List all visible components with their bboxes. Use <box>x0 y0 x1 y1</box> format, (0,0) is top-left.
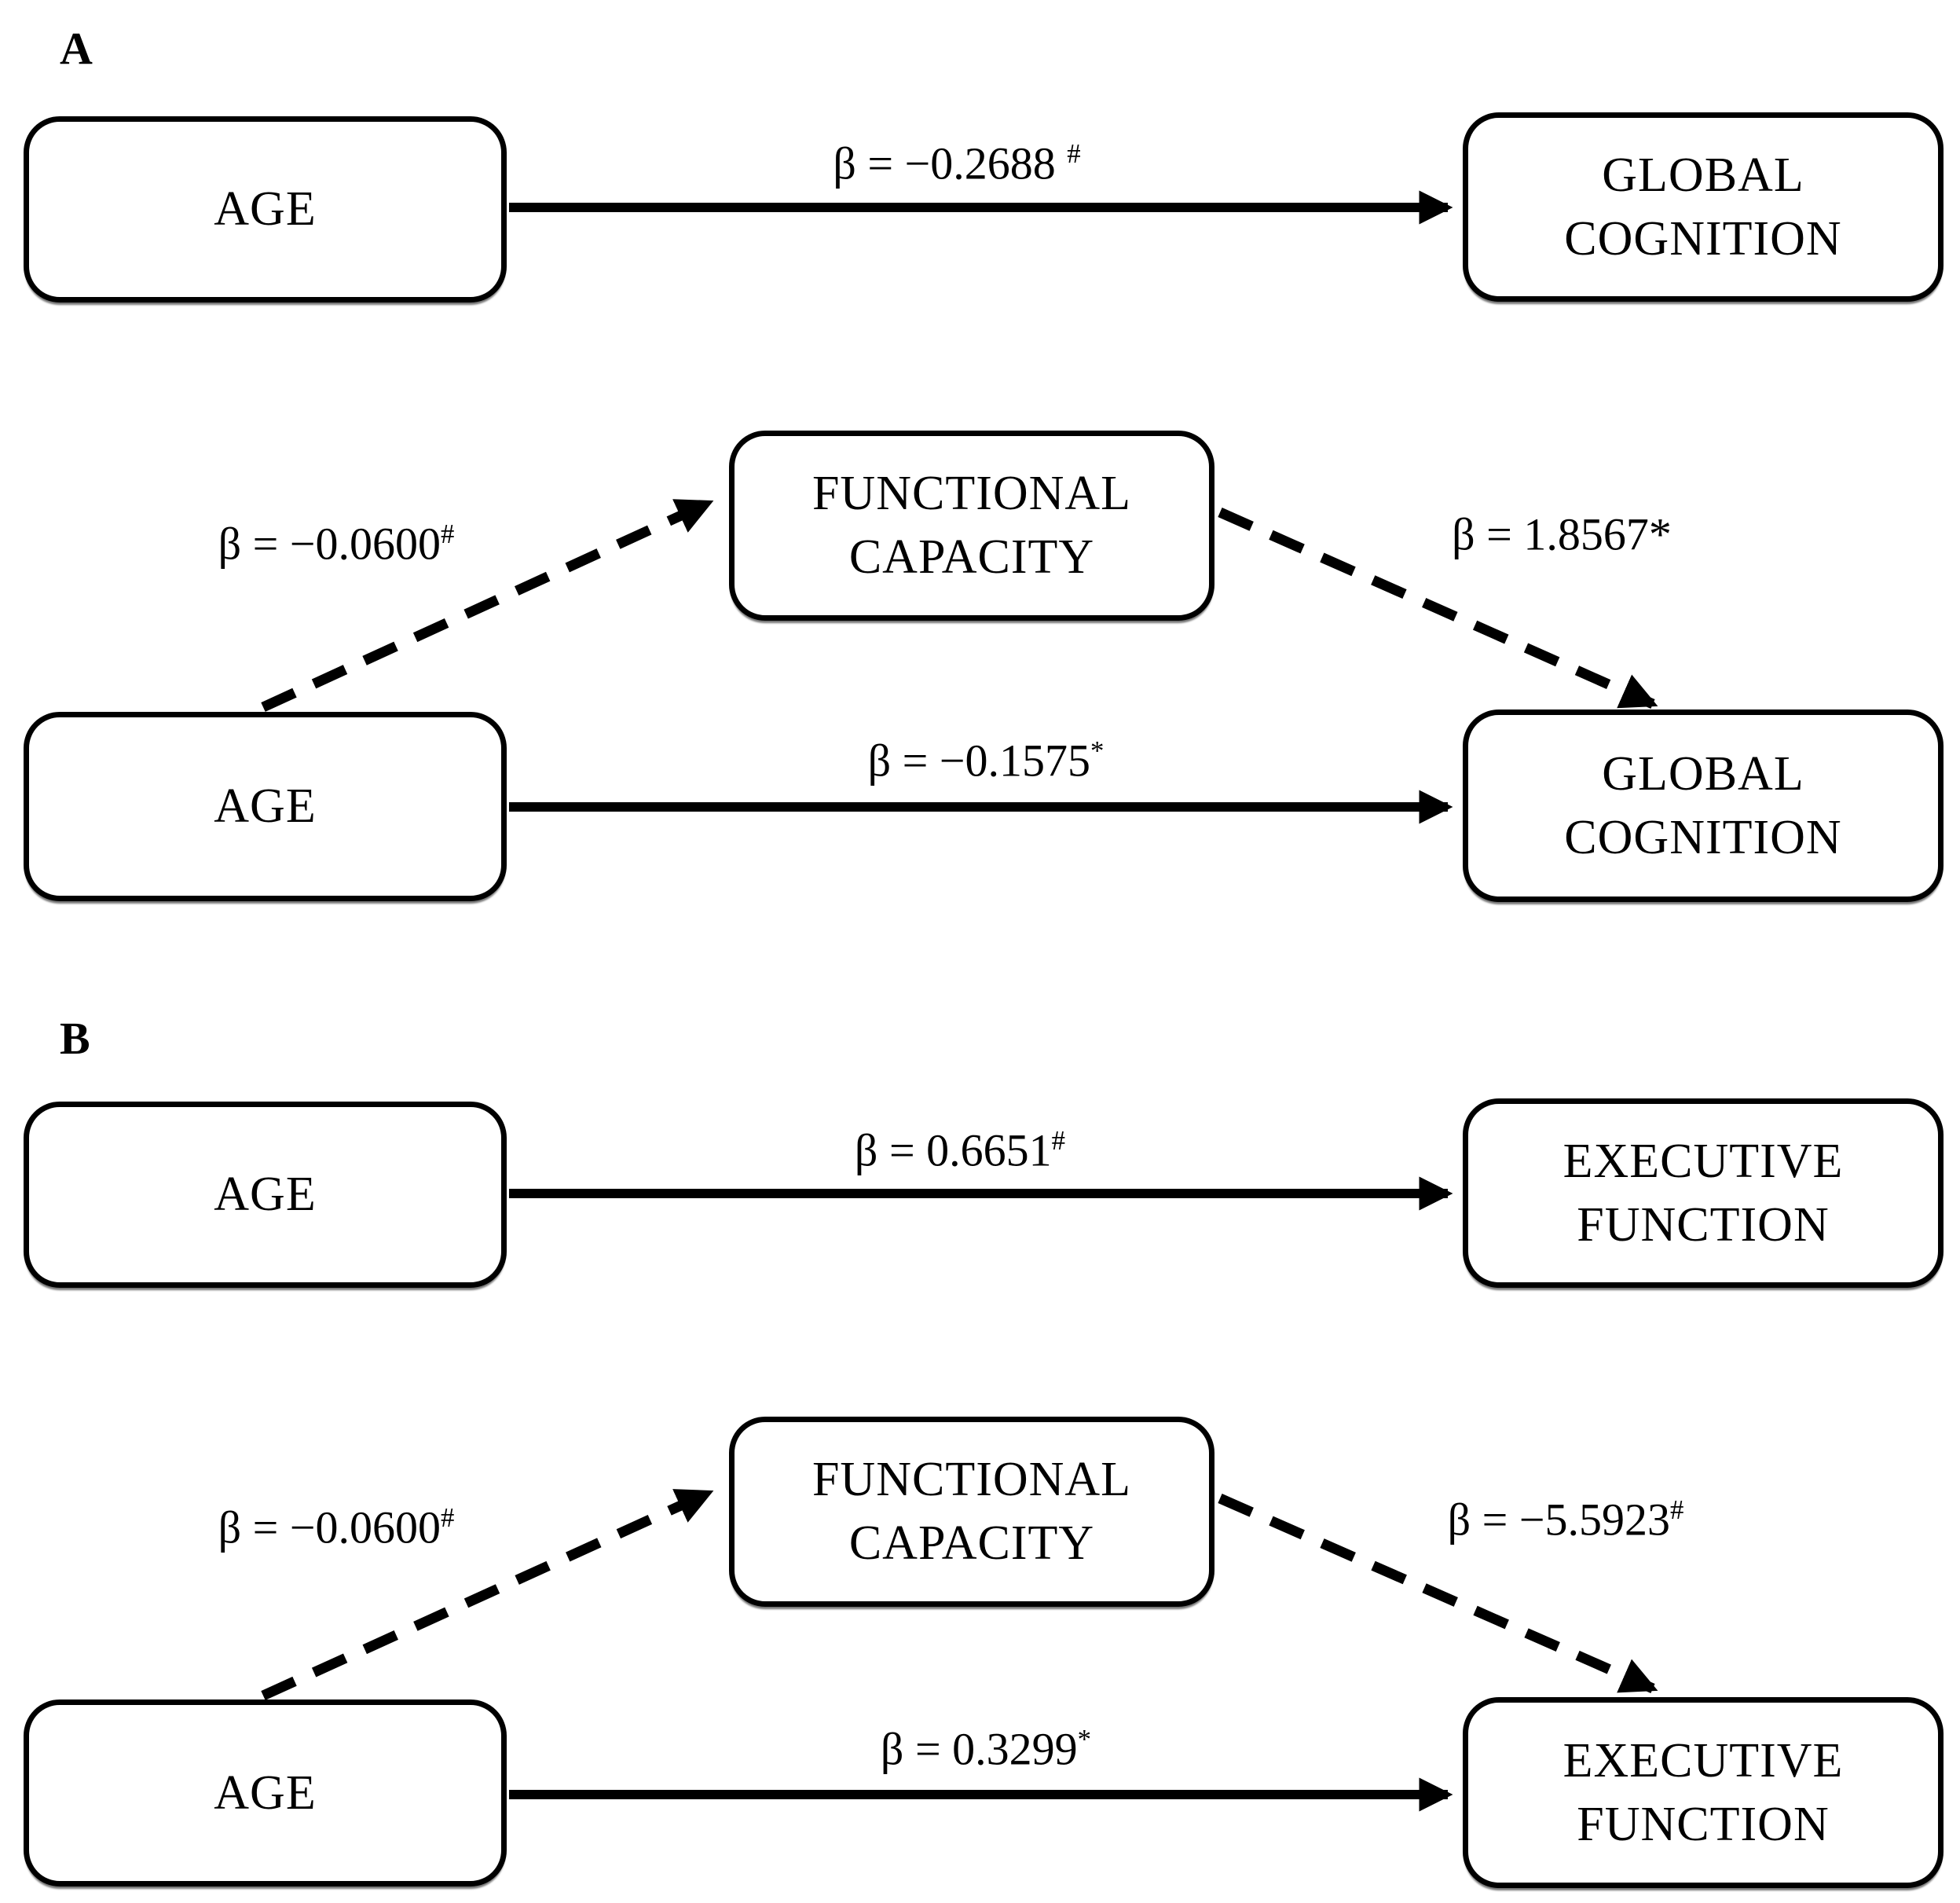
significance-marker: # <box>441 1502 455 1534</box>
panel-b-path-a-beta-label: β = −0.0600# <box>218 1502 455 1554</box>
panel-b-total-age-box: AGE <box>24 1102 507 1288</box>
beta-value: β = 0.6651 <box>854 1124 1052 1176</box>
significance-marker: # <box>1670 1494 1684 1526</box>
box-label-line: EXECUTIVE <box>1563 1733 1844 1788</box>
significance-marker: * <box>1077 1724 1092 1755</box>
panel-b-outcome-box: EXECUTIVE FUNCTION <box>1463 1697 1944 1888</box>
panel-b-age-box: AGE <box>24 1700 507 1886</box>
box-label-line: FUNCTION <box>1577 1797 1830 1851</box>
box-label-line: FUNCTION <box>1577 1197 1830 1252</box>
significance-marker: # <box>1067 138 1081 170</box>
panel-b-total-beta-label: β = 0.6651# <box>855 1124 1065 1177</box>
panel-a-age-box: AGE <box>24 712 507 901</box>
box-label-line: EXECUTIVE <box>1563 1134 1844 1188</box>
panel-a-total-outcome-box: GLOBAL COGNITION <box>1463 112 1944 302</box>
box-label-line: GLOBAL <box>1602 746 1804 801</box>
beta-value: β = 1.8567* <box>1452 508 1672 560</box>
panel-a-path-a-beta-label: β = −0.0600# <box>218 518 455 570</box>
panel-a-outcome-box: GLOBAL COGNITION <box>1463 710 1944 902</box>
box-label: AGE <box>214 1766 317 1820</box>
panel-a-path-b-beta-label: β = 1.8567* <box>1452 508 1672 561</box>
beta-value: β = −0.0600 <box>218 1502 441 1553</box>
significance-marker: # <box>1051 1125 1066 1157</box>
panel-b-mediator-box: FUNCTIONAL CAPACITY <box>729 1417 1214 1607</box>
panel-b-total-outcome-box: EXECUTIVE FUNCTION <box>1463 1098 1944 1288</box>
beta-value: β = 0.3299 <box>880 1723 1078 1775</box>
box-label-line: CAPACITY <box>848 530 1095 584</box>
box-label-line: GLOBAL <box>1602 148 1804 202</box>
box-label: AGE <box>214 1168 317 1222</box>
beta-value: β = −0.0600 <box>218 518 441 570</box>
panel-b-direct-beta-label: β = 0.3299* <box>881 1723 1091 1776</box>
panel-a-direct-beta-label: β = −0.1575* <box>868 735 1105 787</box>
beta-value: β = −0.1575 <box>867 735 1091 786</box>
box-label-line: FUNCTIONAL <box>811 467 1132 521</box>
panel-a-path-a-arrow <box>261 498 714 712</box>
beta-value: β = −0.2688 <box>833 138 1068 189</box>
panel-a-mediator-box: FUNCTIONAL CAPACITY <box>729 431 1214 621</box>
box-label: AGE <box>214 182 317 236</box>
panel-a-total-beta-label: β = −0.2688 # <box>833 138 1080 190</box>
significance-marker: * <box>1090 735 1105 767</box>
panel-a-letter: A <box>60 23 93 74</box>
box-label-line: COGNITION <box>1564 810 1842 864</box>
beta-value: β = −5.5923 <box>1447 1494 1671 1546</box>
panel-a-total-age-box: AGE <box>24 116 507 302</box>
box-label-line: CAPACITY <box>848 1516 1095 1570</box>
box-label-line: FUNCTIONAL <box>811 1453 1132 1507</box>
panel-b-letter: B <box>60 1013 91 1064</box>
panel-b-path-b-beta-label: β = −5.5923# <box>1448 1494 1684 1546</box>
box-label: AGE <box>214 779 317 834</box>
panel-b-path-a-arrow <box>261 1488 714 1700</box>
panel-a-path-b-arrow <box>1218 508 1658 709</box>
panel-b-path-b-arrow <box>1218 1494 1658 1693</box>
significance-marker: # <box>441 519 455 550</box>
box-label-line: COGNITION <box>1564 211 1842 266</box>
